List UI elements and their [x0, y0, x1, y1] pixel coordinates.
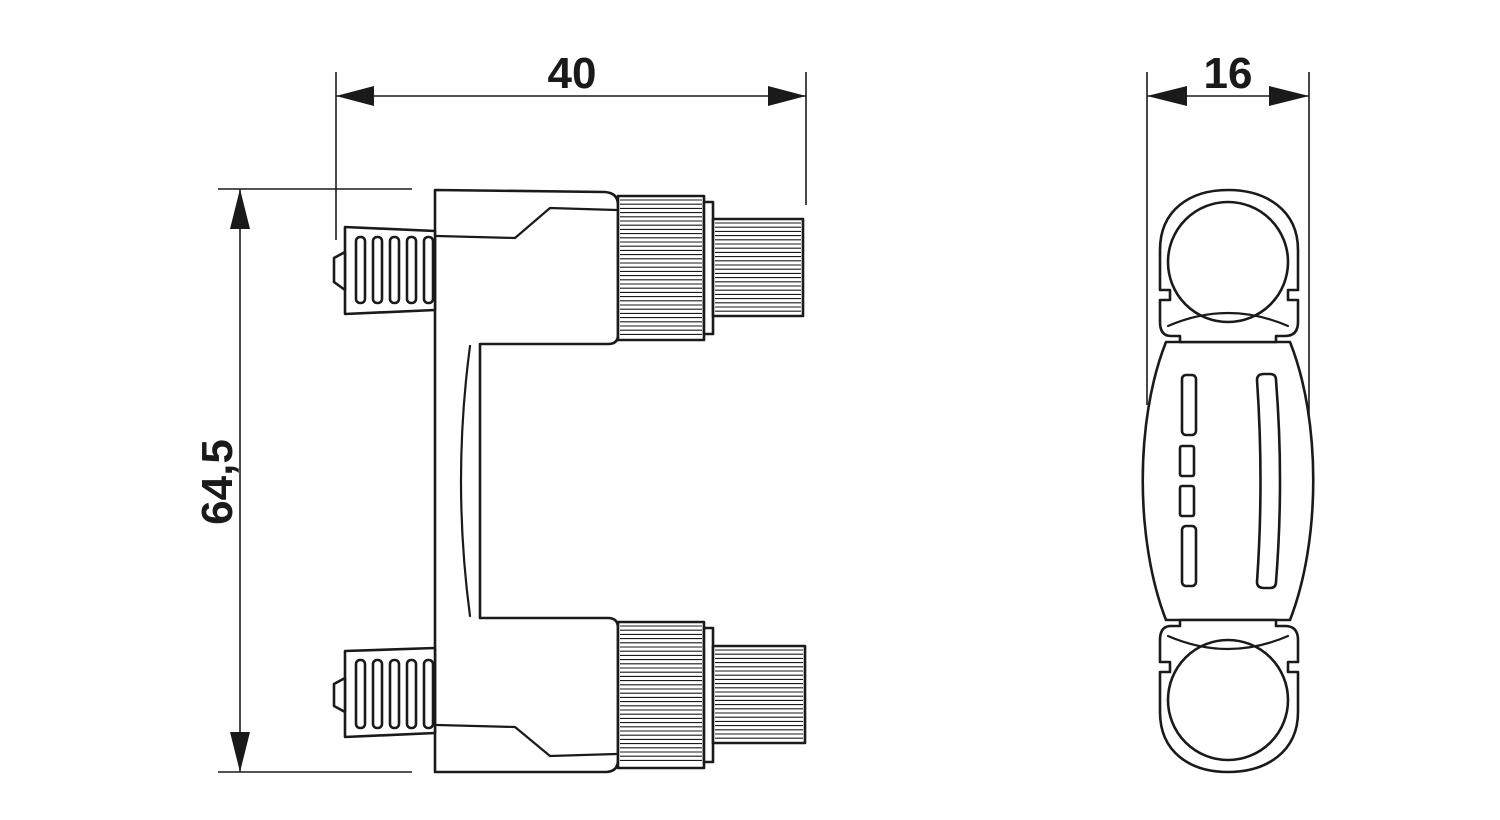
height-dimension: 64,5 — [193, 188, 412, 773]
front-view — [332, 188, 807, 774]
lower-block-contour — [435, 723, 618, 758]
top-right-knurled-nut — [616, 194, 715, 342]
side-slot-left-3 — [1178, 484, 1196, 518]
side-slot-left-2 — [1178, 444, 1196, 478]
side-body — [1141, 340, 1315, 622]
bottom-right-knurled-nut — [616, 620, 715, 770]
width-dimension: 40 — [335, 49, 807, 240]
side-slot-left-1 — [1180, 373, 1198, 437]
depth-dimension: 16 — [1146, 49, 1310, 470]
top-right-plug — [711, 217, 805, 318]
bottom-left-connector — [332, 646, 437, 739]
width-label: 40 — [548, 49, 597, 98]
frame-body — [433, 188, 620, 774]
depth-arrow-left — [1147, 86, 1187, 106]
side-view — [1141, 188, 1315, 774]
width-arrow-right — [768, 86, 806, 106]
frame-rib — [459, 344, 472, 618]
side-slot-right — [1255, 372, 1282, 590]
bottom-clip-hole — [1166, 638, 1290, 762]
height-arrow-bottom — [230, 732, 250, 772]
height-label: 64,5 — [193, 439, 242, 525]
top-left-connector — [332, 225, 437, 316]
side-slot-left-4 — [1180, 524, 1198, 588]
bottom-right-plug — [711, 644, 807, 745]
depth-label: 16 — [1204, 49, 1253, 98]
height-arrow-top — [230, 189, 250, 229]
width-arrow-left — [336, 86, 374, 106]
depth-arrow-right — [1269, 86, 1309, 106]
top-clip-hole — [1166, 200, 1290, 324]
upper-block-contour — [435, 206, 618, 240]
